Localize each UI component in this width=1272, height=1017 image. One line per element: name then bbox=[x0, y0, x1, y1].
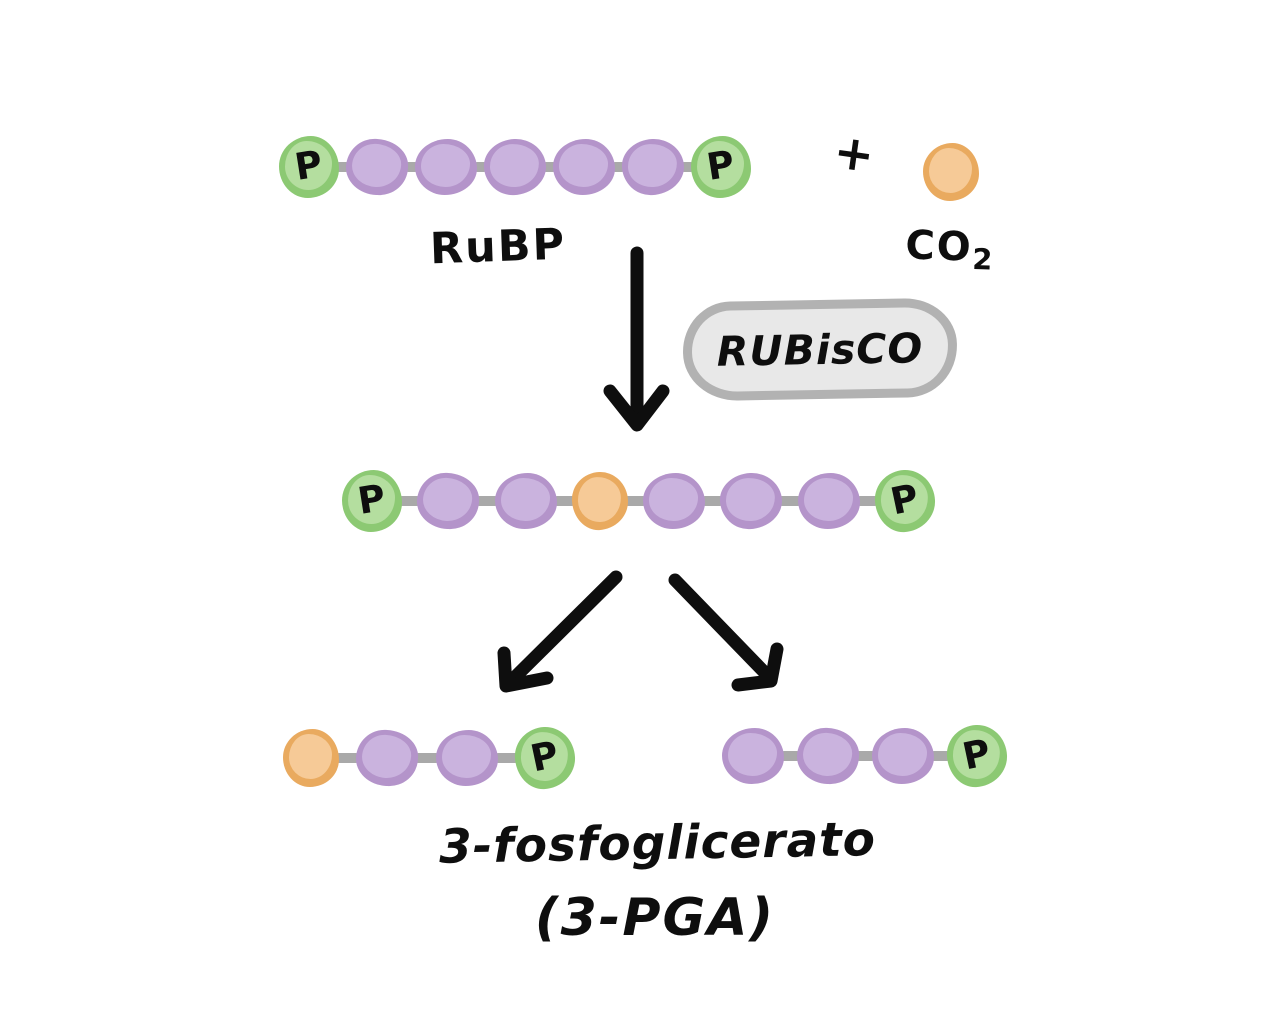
bond bbox=[472, 162, 489, 172]
bond bbox=[854, 751, 877, 761]
carbon-bead bbox=[872, 728, 934, 784]
phosphate-bead: P bbox=[513, 725, 577, 791]
product-name-label: 3-fosfoglicerato bbox=[438, 812, 877, 875]
bond bbox=[854, 496, 880, 506]
product-abbr-label: (3-PGA) bbox=[534, 888, 776, 948]
phosphate-label: P bbox=[527, 732, 563, 781]
bond bbox=[474, 496, 500, 506]
bond bbox=[610, 162, 627, 172]
co2-label-subscript: 2 bbox=[971, 241, 995, 277]
phosphate-label: P bbox=[887, 475, 923, 524]
rubisco-enzyme-pill: RUBisCO bbox=[682, 297, 958, 402]
phosphate-bead: P bbox=[691, 136, 751, 198]
carbon-bead bbox=[553, 139, 615, 195]
co2-label: CO2 bbox=[879, 222, 1021, 278]
carbon-bead bbox=[795, 726, 861, 786]
carbon-bead bbox=[643, 473, 706, 529]
bond bbox=[334, 753, 362, 763]
co2-carbon-bead bbox=[570, 470, 630, 532]
bond bbox=[777, 496, 803, 506]
phosphate-bead: P bbox=[945, 723, 1009, 789]
co2-carbon-bead bbox=[283, 729, 339, 787]
phosphate-label: P bbox=[704, 142, 738, 189]
bond bbox=[541, 162, 558, 172]
phosphate-bead: P bbox=[342, 470, 402, 532]
carbon-bead bbox=[354, 728, 420, 788]
bond bbox=[779, 751, 802, 761]
rubp-label: RuBP bbox=[429, 219, 567, 275]
phosphate-label: P bbox=[959, 730, 995, 779]
co2-molecule bbox=[923, 143, 979, 201]
phosphate-label: P bbox=[292, 142, 326, 189]
carbon-bead bbox=[344, 137, 410, 197]
carbon-bead bbox=[482, 137, 548, 197]
phosphate-bead: P bbox=[873, 468, 937, 534]
branch-left-arrow bbox=[497, 570, 623, 693]
bond bbox=[551, 496, 577, 506]
bond bbox=[622, 496, 649, 506]
phosphate-label: P bbox=[355, 476, 389, 523]
bond bbox=[929, 751, 952, 761]
bond bbox=[679, 162, 696, 172]
bond bbox=[403, 162, 420, 172]
branch-right-arrow bbox=[668, 573, 784, 692]
carbon-bead bbox=[718, 471, 784, 531]
co2-carbon-bead bbox=[923, 143, 979, 201]
carbon-bead bbox=[435, 730, 498, 786]
rubisco-enzyme-label: RUBisCO bbox=[716, 323, 924, 376]
bond bbox=[700, 496, 726, 506]
bond bbox=[492, 753, 520, 763]
carbon-bead bbox=[797, 473, 860, 529]
carbon-bead bbox=[415, 471, 481, 531]
pga-right-molecule: P bbox=[722, 723, 1009, 789]
reaction-down-arrow bbox=[603, 246, 670, 432]
bond bbox=[334, 162, 351, 172]
plus-sign: + bbox=[830, 123, 880, 185]
carbon-bead bbox=[415, 139, 477, 195]
pga-left-molecule: P bbox=[283, 725, 577, 791]
carbon-bead bbox=[620, 137, 686, 197]
carbon-bead bbox=[494, 473, 557, 529]
phosphate-bead: P bbox=[279, 136, 339, 198]
carbon-bead bbox=[722, 728, 784, 784]
co2-label-base: CO bbox=[904, 222, 974, 271]
bond bbox=[397, 496, 423, 506]
bond bbox=[413, 753, 441, 763]
